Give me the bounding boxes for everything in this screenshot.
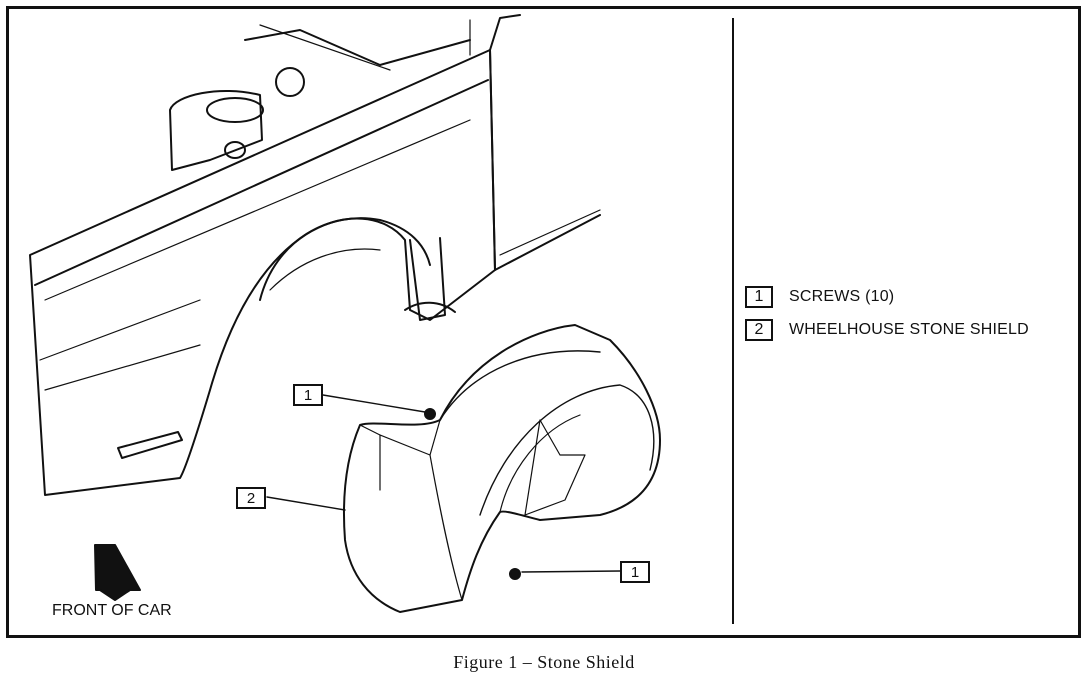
legend-number: 1 (745, 286, 773, 308)
front-of-car-label: FRONT OF CAR (52, 602, 172, 619)
callout-screw-top: 1 (293, 384, 323, 406)
callout-stone-shield: 2 (236, 487, 266, 509)
legend-item-screws: 1 SCREWS (10) (745, 285, 894, 309)
stone-shield-illustration (342, 324, 661, 613)
legend-item-stone-shield: 2 WHEELHOUSE STONE SHIELD (745, 318, 1029, 342)
legend-text: WHEELHOUSE STONE SHIELD (789, 321, 1029, 338)
callout-screw-bottom: 1 (620, 561, 650, 583)
legend-number: 2 (745, 319, 773, 341)
front-of-car-arrow (94, 544, 141, 601)
figure-caption: Figure 1 – Stone Shield (453, 652, 635, 672)
legend-divider (732, 18, 734, 624)
figure-frame (6, 6, 1081, 638)
legend-text: SCREWS (10) (789, 288, 895, 305)
leader-lines (266, 394, 621, 573)
car-fender-illustration (29, 14, 601, 496)
